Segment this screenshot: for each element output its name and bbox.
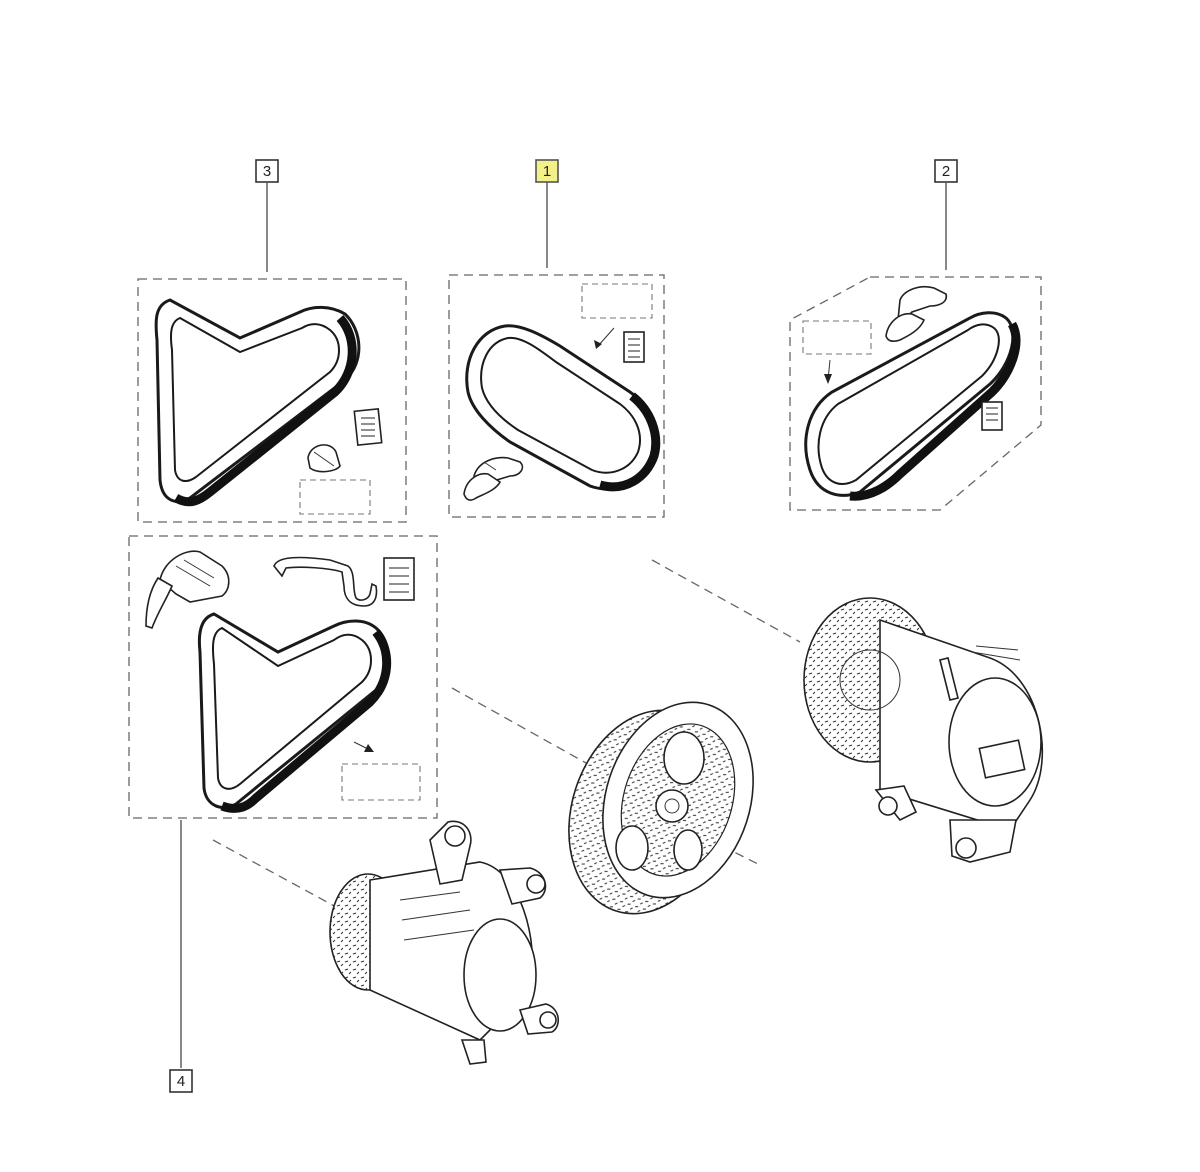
callout-4-label: 4 bbox=[177, 1073, 185, 1090]
alignment-line-alternator bbox=[212, 839, 339, 909]
crankshaft-pulley-illustration bbox=[568, 701, 754, 915]
callout-4[interactable]: 4 bbox=[169, 1069, 193, 1093]
kit-1-label-box bbox=[581, 283, 653, 319]
alternator-illustration bbox=[329, 820, 559, 1065]
kit-4-hose-icon bbox=[273, 556, 378, 607]
callout-1-label: 1 bbox=[543, 163, 551, 180]
kit-1-instruction-sheet-icon bbox=[623, 331, 645, 363]
kit-1-arrow bbox=[597, 327, 615, 347]
kit-1-boundary bbox=[448, 274, 665, 518]
kit-2-instruction-sheet-icon bbox=[981, 401, 1003, 431]
kit-3-tensioner-icon bbox=[307, 444, 341, 473]
kit-4-instruction-sheet-icon bbox=[383, 557, 415, 601]
kit-2-boundary bbox=[789, 276, 1042, 511]
alignment-line-compressor bbox=[651, 559, 801, 643]
kit-4-tensioner-icon bbox=[145, 550, 230, 630]
kit-3-instruction-sheet-icon bbox=[353, 407, 383, 447]
kit-4-v-ribbed-belt bbox=[197, 612, 392, 813]
kit-2-v-ribbed-belt bbox=[804, 311, 1021, 501]
ac-compressor-illustration bbox=[803, 597, 1043, 863]
kit-3-v-ribbed-belt bbox=[154, 298, 361, 507]
callout-1[interactable]: 1 bbox=[535, 159, 559, 183]
kit-4-label-box bbox=[341, 763, 421, 801]
kit-1-v-ribbed-belt bbox=[465, 324, 661, 492]
alignment-line-pulley bbox=[451, 687, 596, 769]
kit-2-tensioner-icon bbox=[885, 285, 948, 342]
kit-3-boundary bbox=[137, 278, 407, 523]
callout-2-label: 2 bbox=[942, 163, 950, 180]
kit-2-label-box bbox=[802, 320, 872, 355]
callout-2[interactable]: 2 bbox=[934, 159, 958, 183]
callout-3-label: 3 bbox=[263, 163, 271, 180]
callout-3[interactable]: 3 bbox=[255, 159, 279, 183]
kit-1-tensioner-icon bbox=[463, 456, 524, 501]
kit-4-boundary bbox=[128, 535, 438, 819]
kit-3-label-box bbox=[299, 479, 371, 515]
